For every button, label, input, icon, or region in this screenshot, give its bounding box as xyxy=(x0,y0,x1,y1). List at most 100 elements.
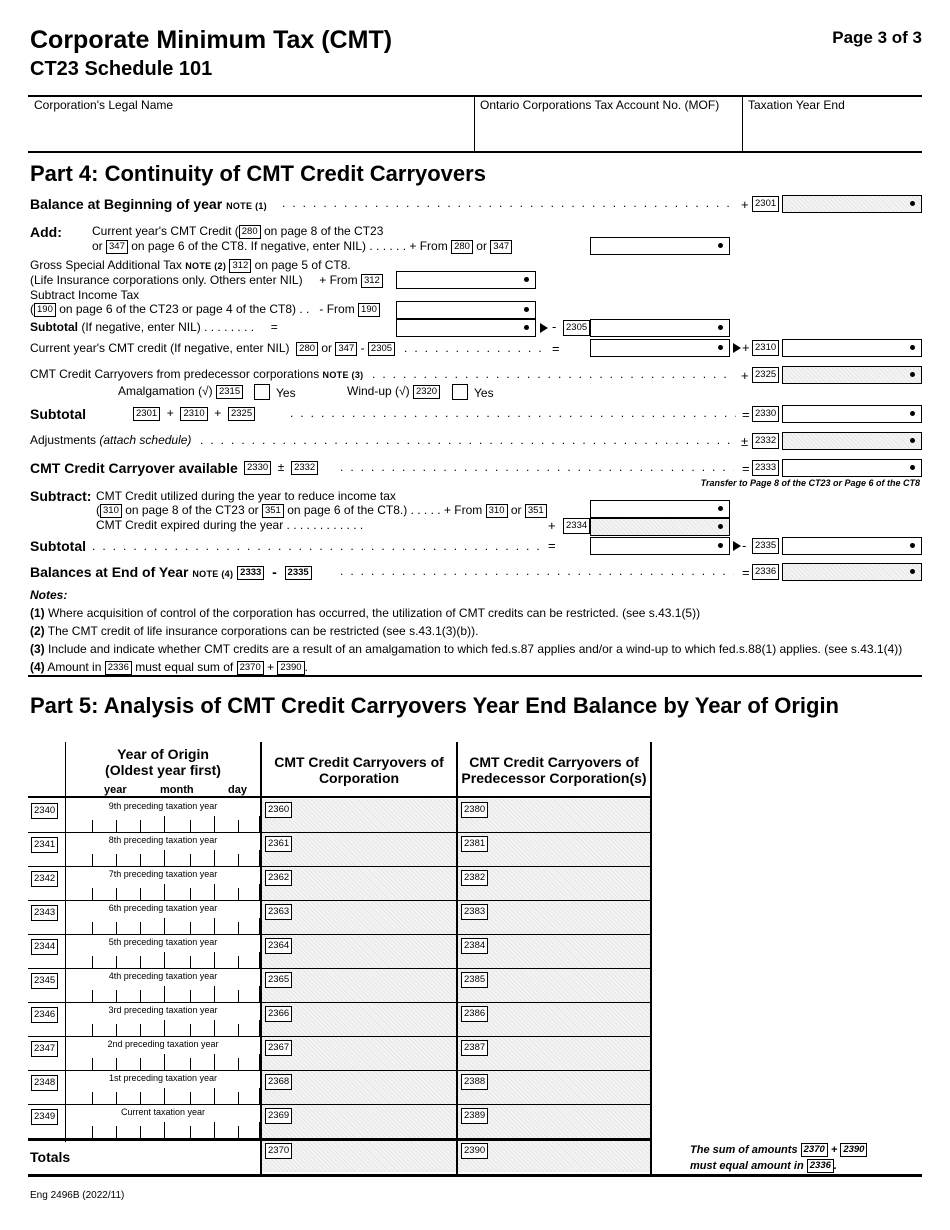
subtotal-2305-field[interactable] xyxy=(590,319,730,337)
pred-amount-cell[interactable]: 2388 xyxy=(458,1071,650,1104)
pred-code: 2385 xyxy=(461,972,489,988)
subtotal-label: Subtotal xyxy=(30,406,86,422)
windup-checkbox[interactable] xyxy=(452,384,468,400)
current-credit-field[interactable] xyxy=(590,237,730,255)
col-day: day xyxy=(228,784,247,796)
adjustments-label: Adjustments (attach schedule) xyxy=(30,433,192,447)
subtotal-2335-inner-field[interactable] xyxy=(590,537,730,555)
totals-label: Totals xyxy=(30,1149,71,1165)
pred-amount-cell[interactable]: 2380 xyxy=(458,799,650,832)
adjustments-field[interactable] xyxy=(782,432,922,450)
utilized-field[interactable] xyxy=(590,500,730,518)
carryover-available-label: CMT Credit Carryover available xyxy=(30,460,238,476)
account-input[interactable] xyxy=(480,116,736,146)
pred-amount-cell[interactable]: 2382 xyxy=(458,867,650,900)
pred-code: 2384 xyxy=(461,938,489,954)
year-end-input[interactable] xyxy=(748,116,918,146)
year-of-origin-cell[interactable]: 3rd preceding taxation year xyxy=(66,1003,260,1036)
corp-amount-cell[interactable]: 2360 xyxy=(262,799,456,832)
form-title: Corporate Minimum Tax (CMT) xyxy=(30,26,393,54)
arrow-icon xyxy=(733,343,741,353)
subtotal-formula: 2301 + 2310 + 2325 xyxy=(133,406,256,421)
amalgamation-checkbox[interactable] xyxy=(254,384,270,400)
row-code: 2347 xyxy=(31,1041,59,1057)
corp-amount-cell[interactable]: 2365 xyxy=(262,969,456,1002)
code-2301: 2301 xyxy=(752,196,780,212)
pred-amount-cell[interactable]: 2381 xyxy=(458,833,650,866)
row-label: 9th preceding taxation year xyxy=(108,801,218,811)
carryover-field[interactable] xyxy=(782,459,922,477)
year-of-origin-cell[interactable]: 4th preceding taxation year xyxy=(66,969,260,1002)
col-year: year xyxy=(104,784,127,796)
predecessor-field[interactable] xyxy=(782,366,922,384)
year-end-label: Taxation Year End xyxy=(748,98,845,112)
corp-amount-cell[interactable]: 2364 xyxy=(262,935,456,968)
row-code: 2342 xyxy=(31,871,59,887)
year-of-origin-cell[interactable]: 1st preceding taxation year xyxy=(66,1071,260,1104)
year-of-origin-cell[interactable]: 9th preceding taxation year xyxy=(66,799,260,832)
divider xyxy=(742,97,743,152)
row-label: Current taxation year xyxy=(120,1107,206,1117)
current-cmt-field[interactable] xyxy=(590,339,730,357)
code-2330: 2330 xyxy=(752,406,780,422)
corp-amount-cell[interactable]: 2366 xyxy=(262,1003,456,1036)
gross-special-field[interactable] xyxy=(396,271,536,289)
balance-end-field[interactable] xyxy=(782,563,922,581)
code-2334: 2334 xyxy=(563,518,591,534)
subtotal-2330-field[interactable] xyxy=(782,405,922,423)
balance-begin-field[interactable] xyxy=(782,195,922,213)
code-2325: 2325 xyxy=(752,367,780,383)
part5-title: Part 5: Analysis of CMT Credit Carryover… xyxy=(30,693,839,718)
corp-amount-cell[interactable]: 2368 xyxy=(262,1071,456,1104)
row-code: 2345 xyxy=(31,973,59,989)
year-of-origin-cell[interactable]: 6th preceding taxation year xyxy=(66,901,260,934)
account-label: Ontario Corporations Tax Account No. (MO… xyxy=(480,98,720,112)
total-pred-cell[interactable]: 2390 xyxy=(458,1141,650,1172)
subtotal-2-label: Subtotal xyxy=(30,538,86,554)
part4-title: Part 4: Continuity of CMT Credit Carryov… xyxy=(30,161,486,186)
corp-amount-cell[interactable]: 2367 xyxy=(262,1037,456,1070)
corp-amount-cell[interactable]: 2362 xyxy=(262,867,456,900)
leader-dots: ........................................… xyxy=(282,196,732,210)
col-month: month xyxy=(160,784,194,796)
legal-name-input[interactable] xyxy=(34,116,466,146)
note-1: (1) Where acquisition of control of the … xyxy=(30,606,701,620)
year-of-origin-cell[interactable]: 5th preceding taxation year xyxy=(66,935,260,968)
bottom-rule xyxy=(28,1174,922,1177)
expired-field[interactable] xyxy=(590,518,730,536)
col-pred-header: CMT Credit Carryovers of Predecessor Cor… xyxy=(461,754,647,786)
form-subtitle: CT23 Schedule 101 xyxy=(30,58,213,80)
pred-amount-cell[interactable]: 2387 xyxy=(458,1037,650,1070)
carryover-formula: 2330 ± 2332 xyxy=(244,460,319,475)
pred-code: 2386 xyxy=(461,1006,489,1022)
add-label: Add: xyxy=(30,224,62,240)
pred-amount-cell[interactable]: 2389 xyxy=(458,1105,650,1138)
total-corp-cell[interactable]: 2370 xyxy=(262,1141,456,1172)
subtotal-neg-field[interactable] xyxy=(396,319,536,337)
pred-amount-cell[interactable]: 2383 xyxy=(458,901,650,934)
row-code: 2346 xyxy=(31,1007,59,1023)
corp-amount-cell[interactable]: 2369 xyxy=(262,1105,456,1138)
corp-code: 2368 xyxy=(265,1074,293,1090)
year-of-origin-cell[interactable]: 8th preceding taxation year xyxy=(66,833,260,866)
income-tax-field[interactable] xyxy=(396,301,536,319)
pred-amount-cell[interactable]: 2386 xyxy=(458,1003,650,1036)
subtotal-2335-field[interactable] xyxy=(782,537,922,555)
note-2: (2) The CMT credit of life insurance cor… xyxy=(30,624,479,638)
amalgamation-label: Amalgamation (√) 2315 xyxy=(118,384,244,399)
row-label: 2nd preceding taxation year xyxy=(107,1039,219,1049)
year-of-origin-cell[interactable]: Current taxation year xyxy=(66,1105,260,1138)
row-label: 7th preceding taxation year xyxy=(108,869,218,879)
pred-amount-cell[interactable]: 2384 xyxy=(458,935,650,968)
credit-2310-field[interactable] xyxy=(782,339,922,357)
corp-amount-cell[interactable]: 2361 xyxy=(262,833,456,866)
year-of-origin-cell[interactable]: 7th preceding taxation year xyxy=(66,867,260,900)
corp-amount-cell[interactable]: 2363 xyxy=(262,901,456,934)
pred-code: 2382 xyxy=(461,870,489,886)
pred-amount-cell[interactable]: 2385 xyxy=(458,969,650,1002)
row-code: 2349 xyxy=(31,1109,59,1125)
year-of-origin-cell[interactable]: 2nd preceding taxation year xyxy=(66,1037,260,1070)
